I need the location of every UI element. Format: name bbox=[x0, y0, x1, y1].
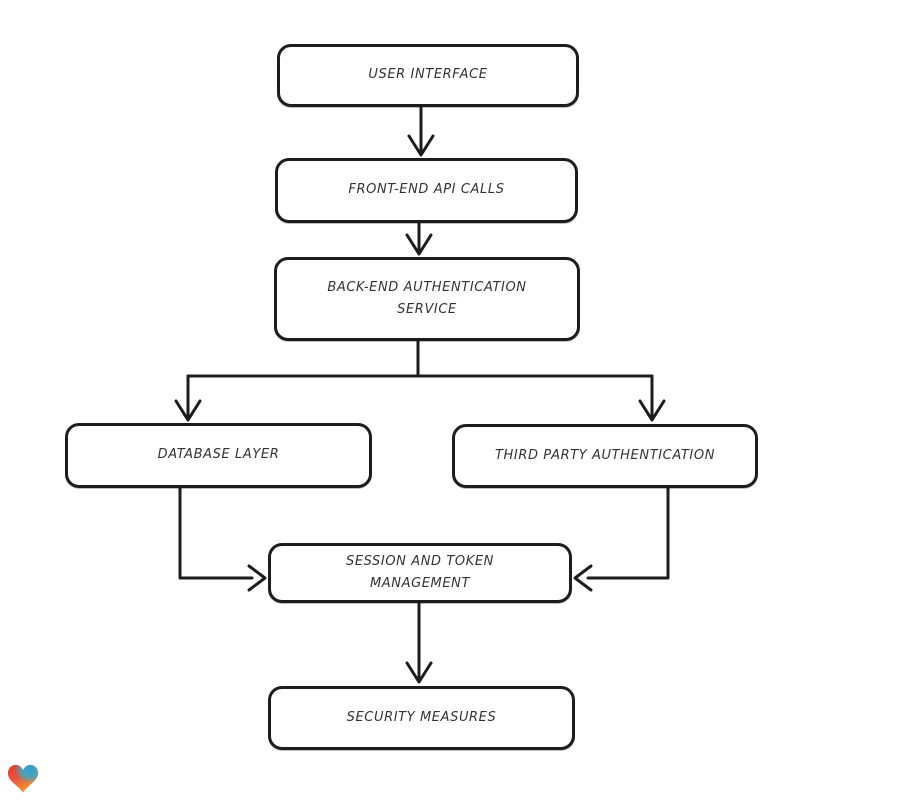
node-front-end-api-calls[interactable]: FRONT-END API CALLS bbox=[275, 158, 578, 223]
node-label: DATABASE LAYER bbox=[157, 447, 280, 463]
node-third-party-auth[interactable]: THIRD PARTY AUTHENTICATION bbox=[452, 424, 758, 488]
node-label: SESSION AND TOKEN MANAGEMENT bbox=[345, 553, 495, 591]
edge-backend-branch bbox=[174, 339, 666, 422]
edge-session-to-security bbox=[405, 601, 433, 684]
node-label: FRONT-END API CALLS bbox=[348, 182, 505, 198]
node-session-token-management[interactable]: SESSION AND TOKEN MANAGEMENT bbox=[268, 543, 572, 603]
edge-ui-to-frontend bbox=[407, 105, 435, 157]
node-user-interface[interactable]: USER INTERFACE bbox=[277, 44, 579, 107]
node-label: SECURITY MEASURES bbox=[346, 709, 497, 725]
heart-icon bbox=[7, 763, 39, 795]
node-label: BACK-END AUTHENTICATION SERVICE bbox=[327, 279, 527, 317]
edge-frontend-to-backend bbox=[405, 221, 433, 256]
node-label: USER INTERFACE bbox=[368, 67, 488, 83]
edge-database-to-session bbox=[178, 486, 267, 592]
node-back-end-auth-service[interactable]: BACK-END AUTHENTICATION SERVICE bbox=[274, 257, 580, 341]
edge-thirdparty-to-session bbox=[573, 486, 670, 592]
node-database-layer[interactable]: DATABASE LAYER bbox=[65, 423, 372, 488]
node-label: THIRD PARTY AUTHENTICATION bbox=[494, 447, 716, 463]
node-security-measures[interactable]: SECURITY MEASURES bbox=[268, 686, 575, 750]
